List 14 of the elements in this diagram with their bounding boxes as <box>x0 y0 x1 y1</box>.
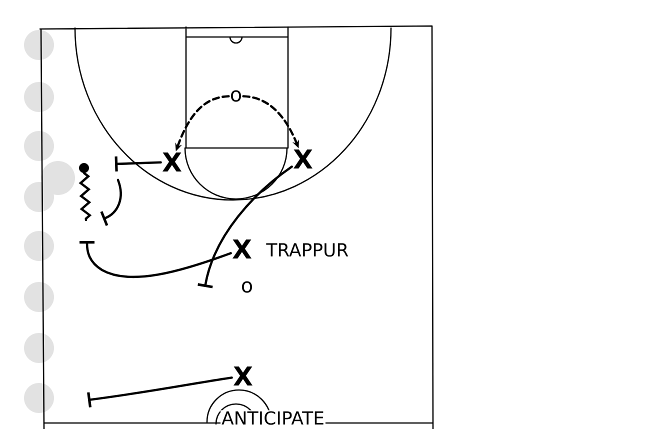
note-text: ANTICIPATE <box>220 410 326 426</box>
player-symbol: o <box>242 281 252 293</box>
dot <box>79 163 89 173</box>
note-text: TRAPPUR <box>266 243 348 257</box>
bar-ended-line <box>80 241 232 278</box>
player-symbol: o <box>230 90 242 102</box>
bar-ended-line <box>114 156 162 172</box>
bar-ended-line <box>87 376 233 408</box>
player-symbol: X <box>162 152 182 172</box>
zigzag-line <box>78 172 92 222</box>
player-symbol: X <box>232 240 252 258</box>
player-symbol: X <box>233 366 252 386</box>
bar-ended-line <box>198 166 293 288</box>
player-symbol: X <box>293 150 312 168</box>
